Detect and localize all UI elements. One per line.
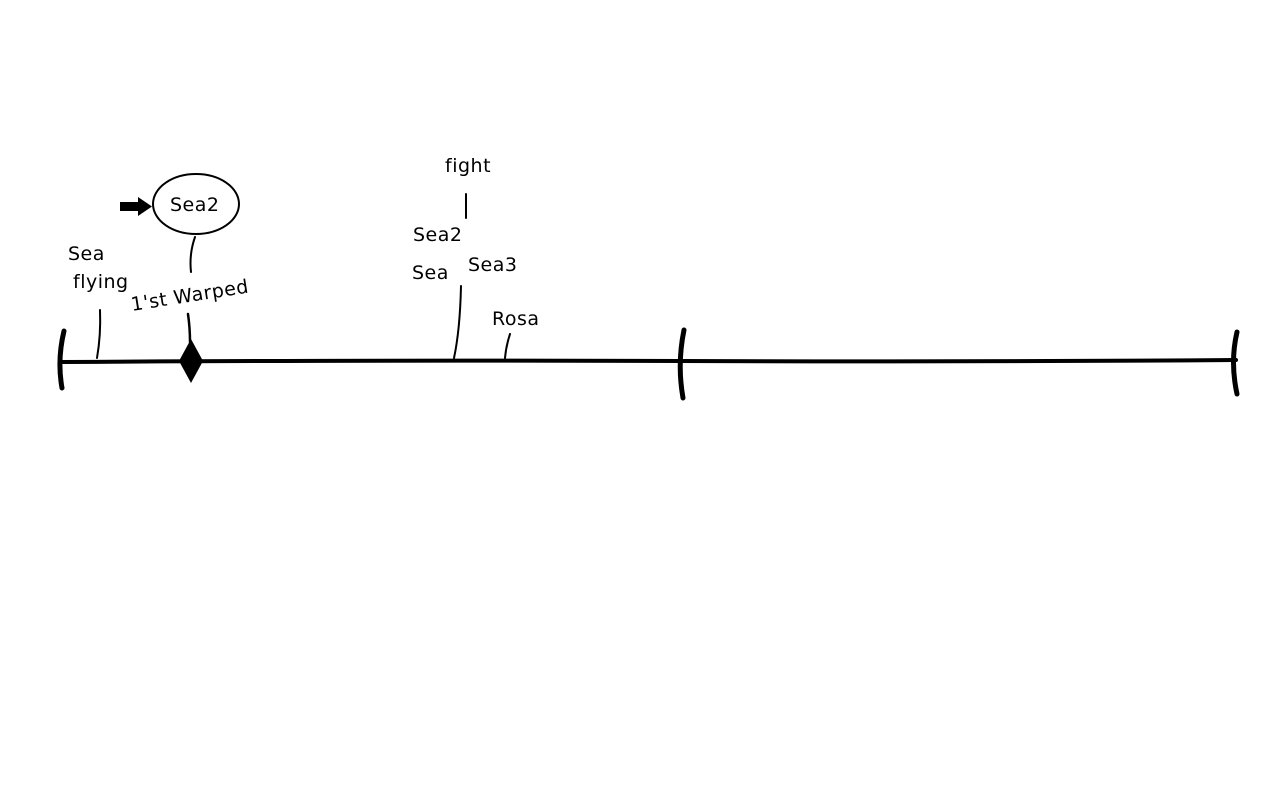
rosa-tick — [504, 333, 511, 359]
arrow-right-icon — [120, 197, 152, 216]
sea-label: Sea — [412, 262, 449, 284]
sea-cluster-tick — [453, 285, 462, 359]
segment-bracket-end — [1231, 329, 1240, 397]
sea-flying-label-line2: flying — [73, 271, 129, 293]
first-warped-label: 1'st Warped — [129, 276, 250, 316]
callout-circle — [152, 173, 240, 235]
segment-bracket-start — [57, 328, 67, 391]
diamond-icon — [179, 339, 203, 383]
fight-label: fight — [445, 155, 491, 177]
timeline-axis — [60, 358, 1238, 364]
segment-bracket-middle — [677, 327, 687, 401]
sea-flying-label-line1: Sea — [68, 243, 105, 265]
sea2-label: Sea2 — [413, 224, 462, 246]
callout-circle-label: Sea2 — [170, 194, 219, 216]
rosa-label: Rosa — [492, 308, 540, 330]
first-warped-tick — [186, 312, 192, 344]
sea3-label: Sea3 — [468, 254, 517, 276]
callout-connector — [189, 236, 196, 273]
sea-flying-tick — [96, 309, 102, 359]
